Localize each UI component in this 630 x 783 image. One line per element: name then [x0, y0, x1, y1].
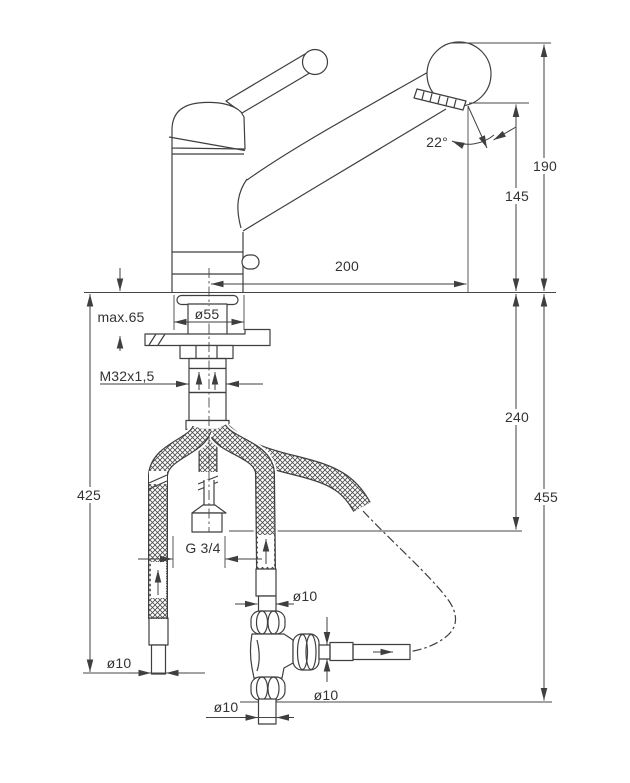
dim-label-supply-length: 425 [77, 487, 101, 503]
dim-label-pipe-valve-bottom: ø10 [214, 699, 239, 715]
mounting-nut [179, 344, 234, 360]
dimensioning: 190 145 200 240 455 425 max [74, 42, 561, 721]
shank-thread-band [188, 391, 227, 422]
dim-pipe-valve-top: ø10 [235, 588, 318, 608]
dim-reach-200: 200 [211, 258, 467, 288]
faucet-body [168, 101, 260, 293]
hose-end-fitting [148, 617, 169, 646]
dim-label-below-counter-hose: 240 [505, 409, 529, 425]
dim-pipe-left: ø10 [107, 655, 189, 677]
hoses [146, 422, 457, 675]
dim-label-pipe-valve-top: ø10 [293, 588, 318, 604]
dim-base-diameter-55: ø55 [174, 306, 244, 326]
stabilizing-plate [144, 328, 271, 347]
angle-arc [451, 134, 495, 149]
dim-hose-connection: G 3/4 [138, 540, 262, 563]
dim-below-counter-455: 455 [531, 294, 561, 701]
corner-valve [249, 595, 411, 725]
dim-label-outlet-height: 145 [505, 188, 529, 204]
lever-knob [301, 48, 329, 76]
arm-lower-edge [242, 108, 447, 232]
dim-below-counter-240: 240 [502, 294, 532, 530]
supply-flow-arrows [195, 372, 219, 390]
dim-label-base-diameter: ø55 [195, 306, 220, 322]
hose-collar-ticks [148, 474, 168, 490]
dim-label-pipe-valve-side: ø10 [314, 687, 339, 703]
faucet [144, 41, 492, 431]
hose-end-fitting [255, 568, 277, 597]
dome-joint-line [168, 136, 246, 152]
shank-rib-band [188, 357, 227, 370]
dim-label-spray-angle: 22° [426, 134, 448, 150]
hose-connection-nut [191, 512, 223, 533]
arm-body-fillet [237, 178, 248, 229]
lever-shaft [225, 53, 314, 114]
arm-upper-edge [246, 70, 431, 181]
aerator-ticks [421, 91, 457, 108]
dim-label-shank-thread: M32x1,5 [99, 368, 154, 384]
valve-inlet-pipe [257, 595, 277, 613]
spout-arm [237, 70, 447, 232]
dim-shank-thread: M32x1,5 [99, 368, 263, 388]
dim-label-below-counter-total: 455 [534, 489, 558, 505]
plate-hatch [148, 333, 166, 346]
aerator [413, 88, 467, 111]
valve-body-contour [256, 639, 260, 672]
dim-max-counter-thickness: max.65 [97, 268, 144, 351]
reference-lines-under [84, 292, 556, 703]
pipe-end [150, 644, 167, 675]
base-escutcheon [176, 294, 239, 306]
supply-hose-left [146, 423, 214, 675]
spray-hose-loop-centerline [362, 510, 457, 653]
dim-pipe-valve-side: ø10 [314, 617, 339, 703]
side-hose-fitting [329, 641, 354, 662]
valve-side-stem [318, 644, 331, 660]
hose-clip-tab [241, 254, 260, 270]
dim-spout-height-190: 190 [530, 44, 560, 291]
cartridge-dome [171, 101, 246, 150]
dim-spray-angle: 22° [426, 105, 517, 150]
dim-label-pipe-left: ø10 [107, 655, 132, 671]
angle-leader [493, 126, 517, 141]
dim-label-reach: 200 [335, 258, 359, 274]
dim-supply-length-425: 425 [74, 294, 104, 672]
valve-bottom-pipe [257, 698, 277, 725]
handle-lever [225, 48, 329, 114]
dim-label-max-thickness: max.65 [97, 309, 144, 325]
side-hose-braid [352, 643, 411, 661]
dim-outlet-height-145: 145 [502, 104, 532, 291]
dim-label-spout-height: 190 [533, 158, 557, 174]
flow-direction-arrow [467, 105, 488, 149]
supply-hose-right [206, 422, 278, 597]
shank-channel [188, 367, 227, 394]
dim-pipe-valve-bottom: ø10 [214, 699, 294, 721]
dim-label-hose-connection: G 3/4 [185, 540, 220, 556]
spray-head [413, 41, 492, 111]
